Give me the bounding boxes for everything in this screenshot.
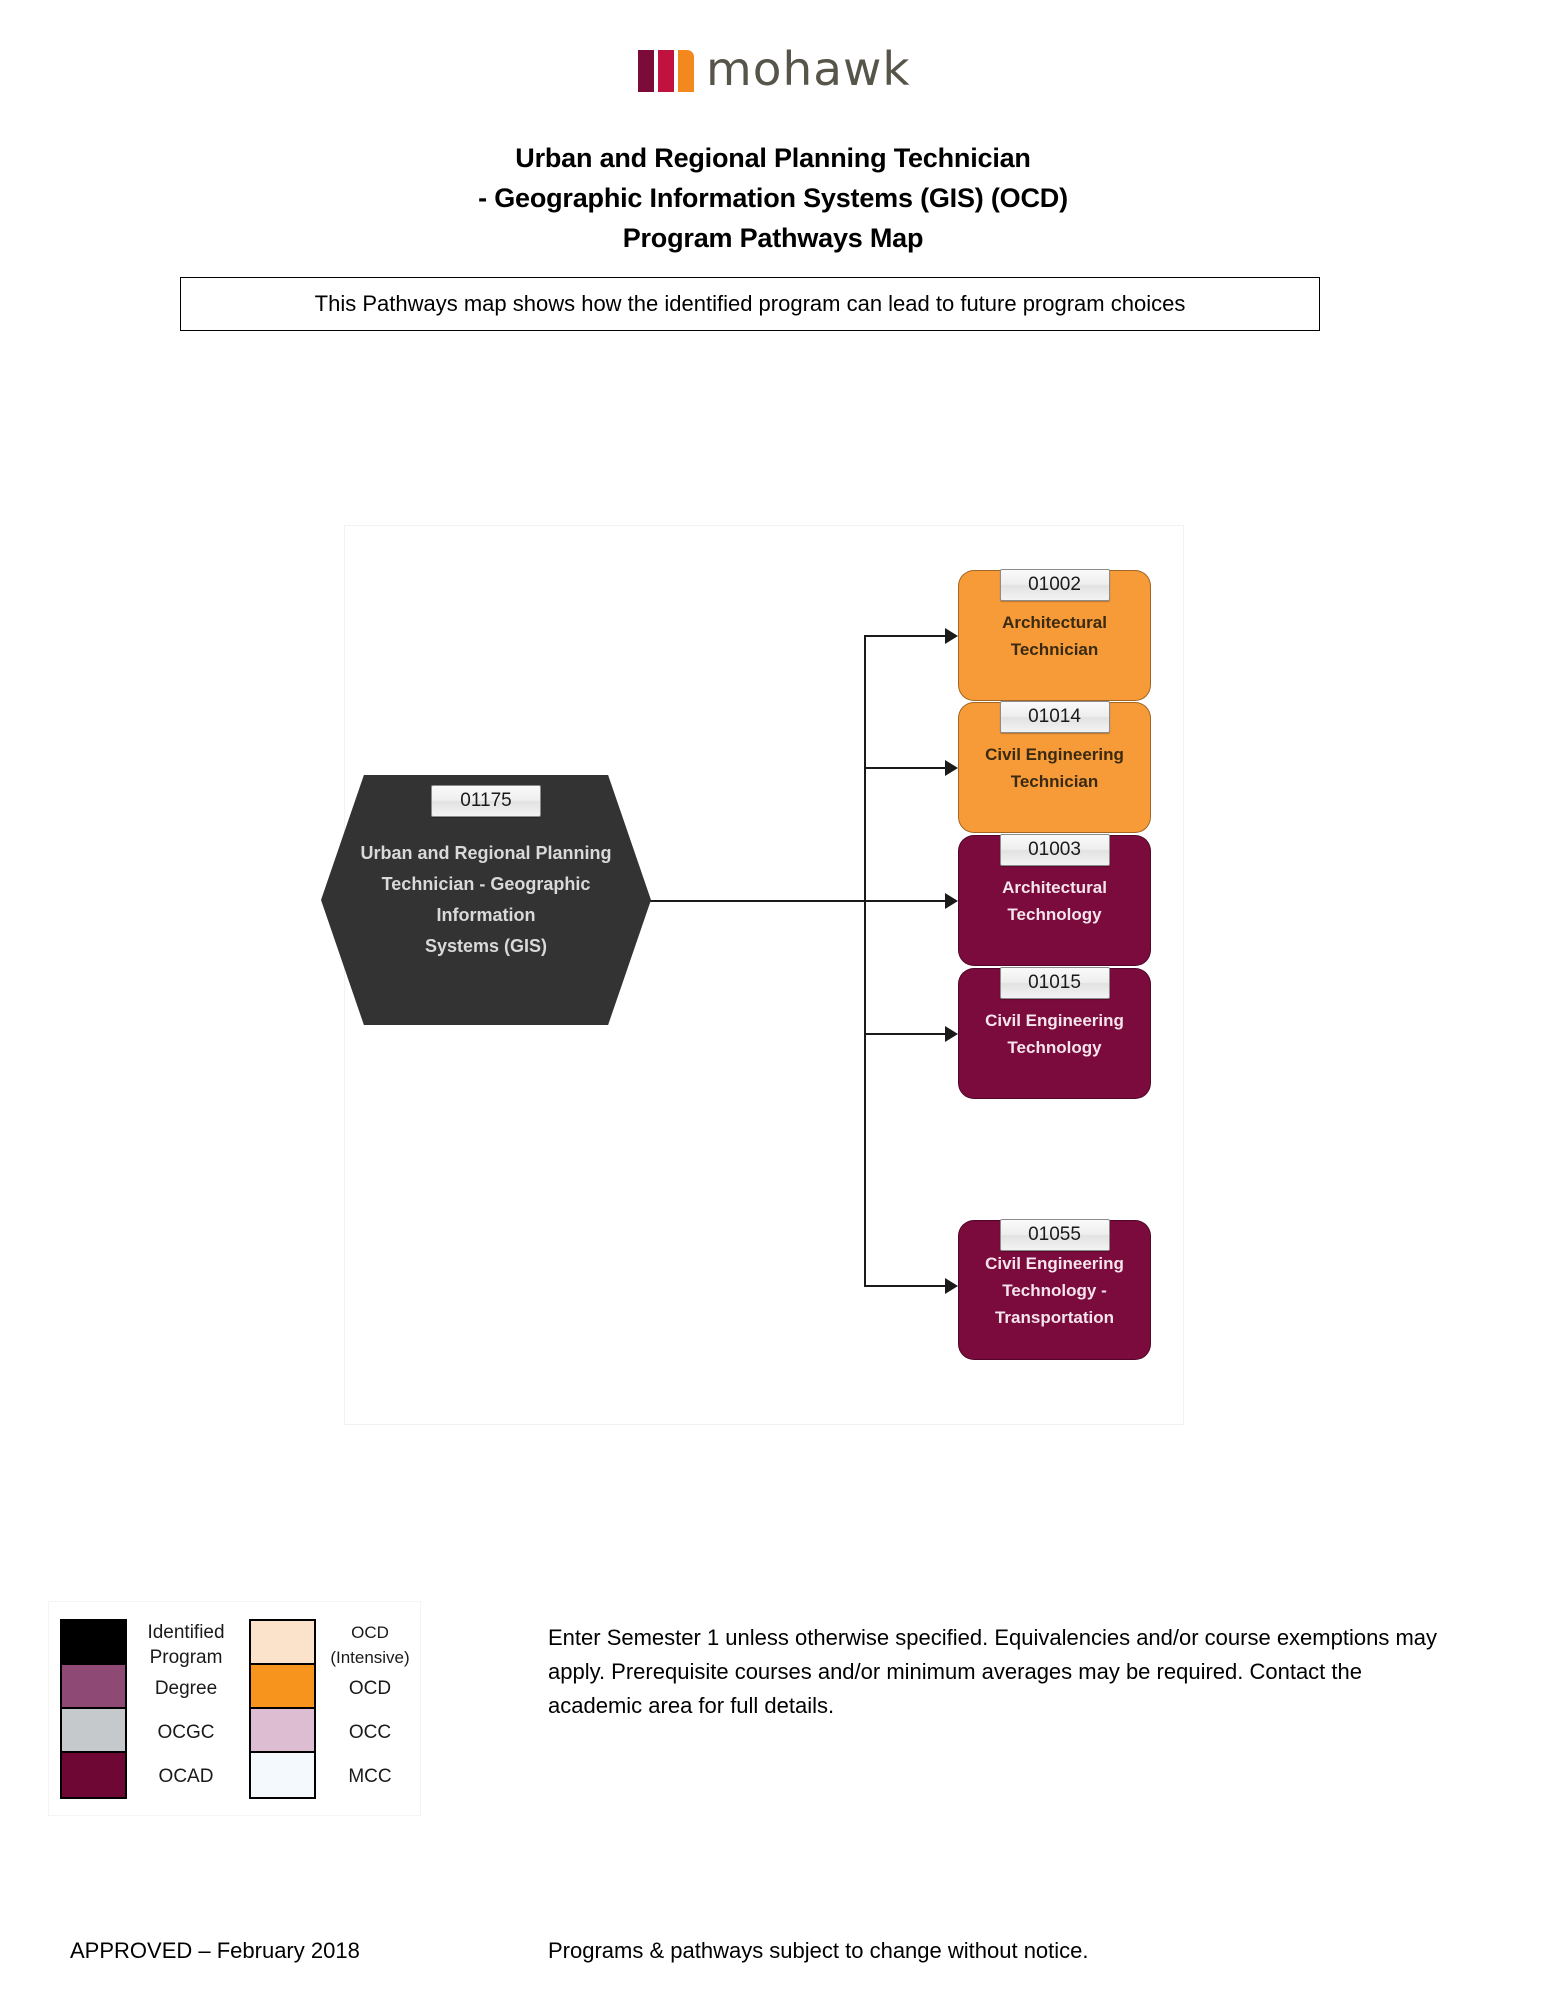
- program-code-badge: 01175: [431, 785, 541, 817]
- program-node-01055-label: Civil Engineering Technology - Transport…: [985, 1253, 1124, 1327]
- program-node-01014[interactable]: Civil Engineering Technician 01014: [958, 701, 1151, 833]
- program-node-source[interactable]: Urban and Regional Planning Technician -…: [321, 775, 651, 1025]
- legend-label-mcc: MCC: [348, 1766, 392, 1787]
- arrow-head-4: [945, 1026, 958, 1042]
- legend-label-ocgc: OCGC: [157, 1722, 215, 1743]
- page-title-line-2: - Geographic Information Systems (GIS) (…: [478, 183, 1068, 213]
- legend-swatch-ocd: [251, 1665, 314, 1709]
- connector-branch-5: [864, 1285, 947, 1287]
- logo-bar-1: [637, 49, 654, 92]
- arrow-head-3: [945, 893, 958, 909]
- program-node-01015[interactable]: Civil Engineering Technology 01015: [958, 967, 1151, 1099]
- logo-bars-icon: [637, 49, 694, 92]
- legend-label-ocad: OCAD: [158, 1766, 214, 1787]
- program-code-badge: 01014: [999, 701, 1110, 733]
- arrow-head-1: [945, 628, 958, 644]
- legend-swatch-ocd-intensive: [251, 1621, 314, 1665]
- pathways-diagram: Urban and Regional Planning Technician -…: [321, 525, 1184, 1425]
- program-node-01055[interactable]: Civil Engineering Technology - Transport…: [958, 1219, 1151, 1360]
- connector-branch-1: [864, 635, 947, 637]
- legend-swatch-ocgc: [62, 1709, 125, 1753]
- program-code-badge: 01055: [999, 1219, 1110, 1251]
- intro-callout-box: This Pathways map shows how the identifi…: [180, 277, 1320, 331]
- program-node-01003-label: Architectural Technology: [1002, 877, 1107, 924]
- program-node-source-label: Urban and Regional Planning Technician -…: [360, 843, 612, 956]
- program-node-01003[interactable]: Architectural Technology 01003: [958, 834, 1151, 966]
- legend-swatch-column-right: [249, 1619, 316, 1799]
- footer-approved-date: APPROVED – February 2018: [70, 1938, 360, 1963]
- page-title: Urban and Regional Planning Technician -…: [0, 138, 1546, 258]
- program-node-01002-label: Architectural Technician: [1002, 612, 1107, 659]
- legend-swatch-occ: [251, 1709, 314, 1753]
- legend-swatch-ocad: [62, 1753, 125, 1797]
- notes-paragraph: Enter Semester 1 unless otherwise specif…: [548, 1625, 1438, 1718]
- program-node-01015-label: Civil Engineering Technology: [985, 1010, 1124, 1057]
- footer-disclaimer: Programs & pathways subject to change wi…: [548, 1938, 1089, 1963]
- mohawk-logo: mohawk: [0, 42, 1546, 96]
- logo-wordmark: mohawk: [705, 42, 911, 96]
- page-title-line-3: Program Pathways Map: [622, 223, 924, 253]
- arrow-head-5: [945, 1278, 958, 1294]
- legend-swatch-mcc: [251, 1753, 314, 1797]
- logo-bar-3: [677, 49, 694, 92]
- legend-swatch-identified-program: [62, 1621, 125, 1665]
- legend-swatch-degree: [62, 1665, 125, 1709]
- legend-label-occ: OCC: [348, 1722, 392, 1743]
- legend: Identified Program Degree OCGC OCAD OCD …: [48, 1601, 421, 1816]
- program-code-badge: 01015: [999, 967, 1110, 999]
- legend-label-degree: Degree: [154, 1678, 218, 1699]
- program-node-01002[interactable]: Architectural Technician 01002: [958, 569, 1151, 701]
- program-code-badge: 01003: [999, 834, 1110, 866]
- legend-swatch-column-left: [60, 1619, 127, 1799]
- connector-branch-2: [864, 767, 947, 769]
- arrow-head-2: [945, 760, 958, 776]
- program-node-source-body: Urban and Regional Planning Technician -…: [321, 775, 651, 1025]
- logo-bar-2: [657, 49, 674, 92]
- page-title-line-1: Urban and Regional Planning Technician: [515, 143, 1031, 173]
- connector-branch-3: [864, 900, 947, 902]
- connector-trunk: [864, 636, 866, 1286]
- connector-stem: [599, 900, 865, 902]
- legend-label-ocd: OCD: [348, 1678, 392, 1699]
- program-code-badge: 01002: [999, 569, 1110, 601]
- program-node-01014-label: Civil Engineering Technician: [985, 744, 1124, 791]
- legend-label-identified-program: Identified Program: [147, 1622, 225, 1668]
- legend-label-ocd-intensive: OCD (Intensive): [330, 1623, 410, 1667]
- connector-branch-4: [864, 1033, 947, 1035]
- intro-callout-text: This Pathways map shows how the identifi…: [314, 291, 1186, 316]
